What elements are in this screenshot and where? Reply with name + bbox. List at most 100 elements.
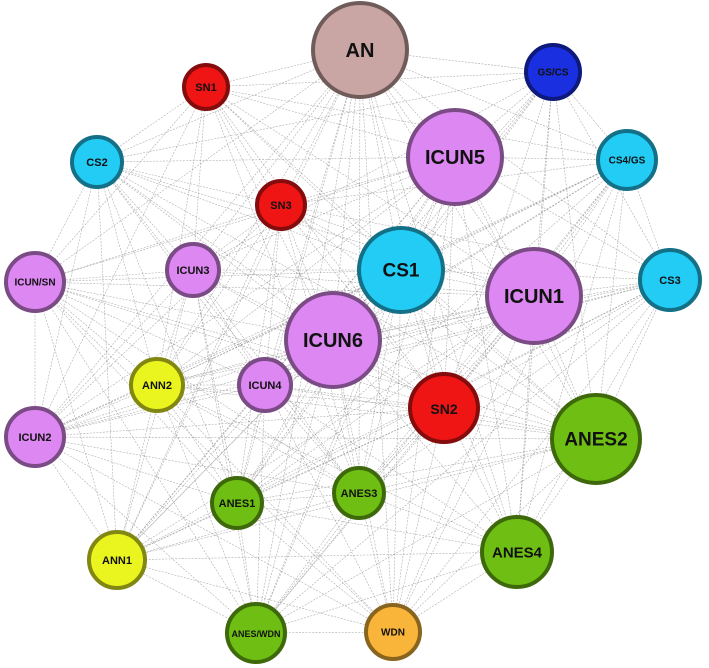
edge-cs2-cs1: [96, 161, 402, 271]
edge-cs3-anes1: [236, 279, 671, 504]
node-anes1[interactable]: ANES1: [210, 476, 264, 530]
node-cs1[interactable]: CS1: [357, 226, 445, 314]
node-icun3[interactable]: ICUN3: [165, 242, 221, 298]
edge-cs2-anes1: [96, 161, 238, 504]
edge-sn2-ann1: [116, 407, 445, 561]
edge-gs-cs-anes4: [516, 71, 554, 553]
edge-icun4-wdn: [264, 384, 394, 633]
edge-sn1-icun1: [205, 86, 535, 297]
node-sn3[interactable]: SN3: [255, 179, 307, 231]
node-circle[interactable]: [237, 357, 293, 413]
node-circle[interactable]: [284, 291, 382, 389]
edge-sn3-icun4: [264, 204, 282, 386]
node-cs4-gs[interactable]: CS4/GS: [596, 129, 658, 191]
node-icun6[interactable]: ICUN6: [284, 291, 382, 389]
node-circle[interactable]: [4, 251, 66, 313]
edge-sn3-icun2: [34, 204, 282, 438]
node-circle[interactable]: [87, 530, 147, 590]
node-circle[interactable]: [524, 43, 582, 101]
node-circle[interactable]: [311, 1, 409, 99]
edge-icun5-sn2: [443, 156, 456, 409]
node-cs2[interactable]: CS2: [70, 135, 124, 189]
edge-an-anes-wdn: [255, 49, 361, 634]
node-circle[interactable]: [364, 603, 422, 661]
edge-an-sn2: [359, 49, 445, 409]
edge-icun4-anes4: [264, 384, 518, 553]
node-sn1[interactable]: SN1: [182, 63, 230, 111]
node-label: WDN: [381, 628, 405, 639]
node-anes-wdn[interactable]: ANES/WDN: [225, 602, 287, 664]
node-icun2[interactable]: ICUN2: [4, 406, 66, 468]
edge-sn2-anes-wdn: [255, 407, 445, 634]
node-circle[interactable]: [4, 406, 66, 468]
node-circle[interactable]: [406, 108, 504, 206]
node-wdn[interactable]: WDN: [364, 603, 422, 661]
edge-sn2-icun2: [34, 407, 445, 438]
edge-icun5-icun-sn: [34, 156, 456, 283]
edge-anes2-icun2: [34, 436, 597, 440]
edge-sn1-sn2: [205, 86, 445, 409]
edge-cs2-icun5: [96, 156, 456, 163]
edge-ann1-wdn: [116, 559, 394, 633]
node-circle[interactable]: [129, 357, 185, 413]
edge-an-ann1: [116, 49, 361, 561]
node-circle[interactable]: [408, 372, 480, 444]
node-icun-sn[interactable]: ICUN/SN: [4, 251, 66, 313]
node-circle[interactable]: [165, 242, 221, 298]
node-circle[interactable]: [357, 226, 445, 314]
edge-icun-sn-icun4: [34, 281, 266, 386]
node-anes3[interactable]: ANES3: [332, 466, 386, 520]
edge-cs1-cs3: [400, 269, 671, 281]
node-circle[interactable]: [255, 179, 307, 231]
edge-icun5-anes3: [358, 156, 456, 494]
edge-icun-sn-ann1: [34, 281, 118, 561]
node-circle[interactable]: [485, 247, 583, 345]
node-circle[interactable]: [210, 476, 264, 530]
edge-cs4-gs-sn3: [280, 159, 628, 206]
edge-icun5-anes4: [454, 156, 518, 553]
edge-anes4-anes-wdn: [255, 551, 518, 634]
node-circle[interactable]: [332, 466, 386, 520]
node-circle[interactable]: [70, 135, 124, 189]
edge-cs1-wdn: [392, 269, 402, 633]
node-label: AN: [346, 40, 375, 62]
edge-gs-cs-anes2: [552, 71, 597, 440]
node-label: CS4/GS: [609, 156, 646, 167]
edge-sn3-ann1: [116, 204, 282, 561]
node-cs3[interactable]: CS3: [638, 248, 702, 312]
node-circle[interactable]: [550, 393, 642, 485]
edge-cs2-sn2: [96, 161, 445, 409]
edge-icun4-icun2: [34, 384, 266, 438]
edge-ann2-anes4: [156, 384, 518, 553]
edge-an-sn3: [280, 49, 361, 206]
node-ann2[interactable]: ANN2: [129, 357, 185, 413]
node-an[interactable]: AN: [311, 1, 409, 99]
edge-icun-sn-sn2: [34, 281, 445, 409]
edge-icun5-ann1: [116, 156, 456, 561]
node-icun4[interactable]: ICUN4: [237, 357, 293, 413]
node-anes2[interactable]: ANES2: [550, 393, 642, 485]
node-circle[interactable]: [480, 515, 554, 589]
node-gs-cs[interactable]: GS/CS: [524, 43, 582, 101]
node-circle[interactable]: [596, 129, 658, 191]
edge-gs-cs-icun3: [192, 71, 554, 271]
edge-ann2-sn2: [156, 384, 445, 409]
edge-cs4-gs-sn2: [443, 159, 628, 409]
node-anes4[interactable]: ANES4: [480, 515, 554, 589]
node-icun1[interactable]: ICUN1: [485, 247, 583, 345]
edge-icun1-icun-sn: [34, 281, 535, 297]
edge-icun-sn-anes3: [34, 281, 360, 494]
node-label: GS/CS: [537, 68, 568, 79]
edge-icun2-wdn: [34, 436, 394, 633]
node-sn2[interactable]: SN2: [408, 372, 480, 444]
edge-cs2-icun1: [96, 161, 535, 297]
node-ann1[interactable]: ANN1: [87, 530, 147, 590]
edge-cs3-ann2: [156, 279, 671, 386]
node-circle[interactable]: [638, 248, 702, 312]
edge-icun4-ann1: [116, 384, 266, 561]
node-label: ICUN4: [248, 380, 282, 392]
node-circle[interactable]: [182, 63, 230, 111]
node-circle[interactable]: [225, 602, 287, 664]
node-icun5[interactable]: ICUN5: [406, 108, 504, 206]
